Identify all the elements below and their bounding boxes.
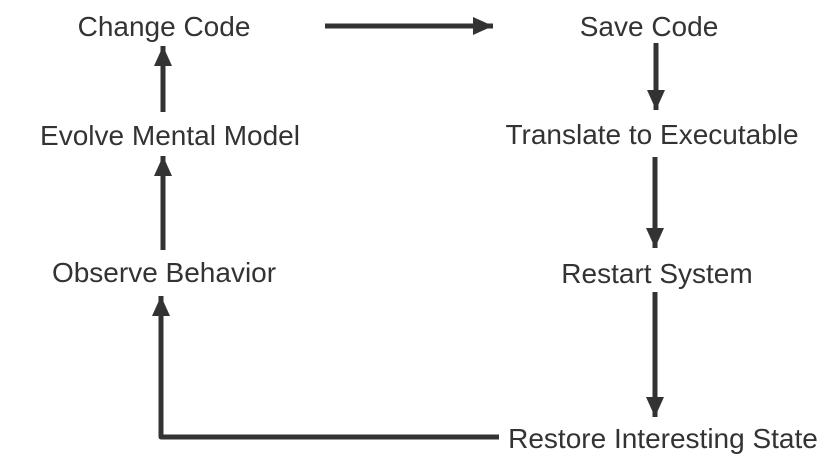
node-change-code: Change Code xyxy=(77,10,251,42)
edge-restore-interesting-state-to-observe-behavior xyxy=(152,296,499,440)
node-save-code: Save Code xyxy=(579,10,719,42)
node-translate-to-executable: Translate to Executable xyxy=(505,118,799,150)
node-evolve-mental-model: Evolve Mental Model xyxy=(40,119,300,151)
node-observe-behavior: Observe Behavior xyxy=(51,256,277,288)
node-restart-system: Restart System xyxy=(561,257,753,289)
node-restore-interesting-state: Restore Interesting State xyxy=(508,422,818,454)
